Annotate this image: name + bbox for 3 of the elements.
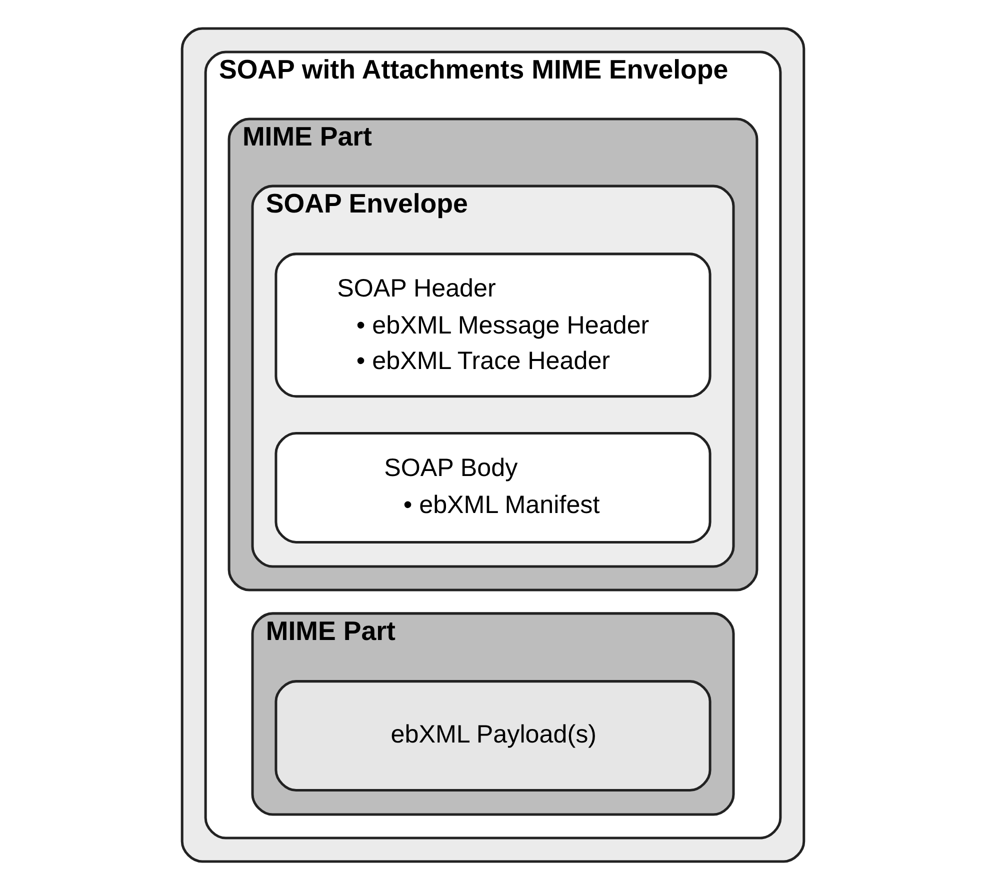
node-box: SOAP Body • ebXML Manifest xyxy=(274,432,711,544)
node-box: SOAP Header • ebXML Message Header • ebXML Trace Header xyxy=(274,252,711,398)
node-box: ebXML Payload(s) xyxy=(274,680,711,792)
